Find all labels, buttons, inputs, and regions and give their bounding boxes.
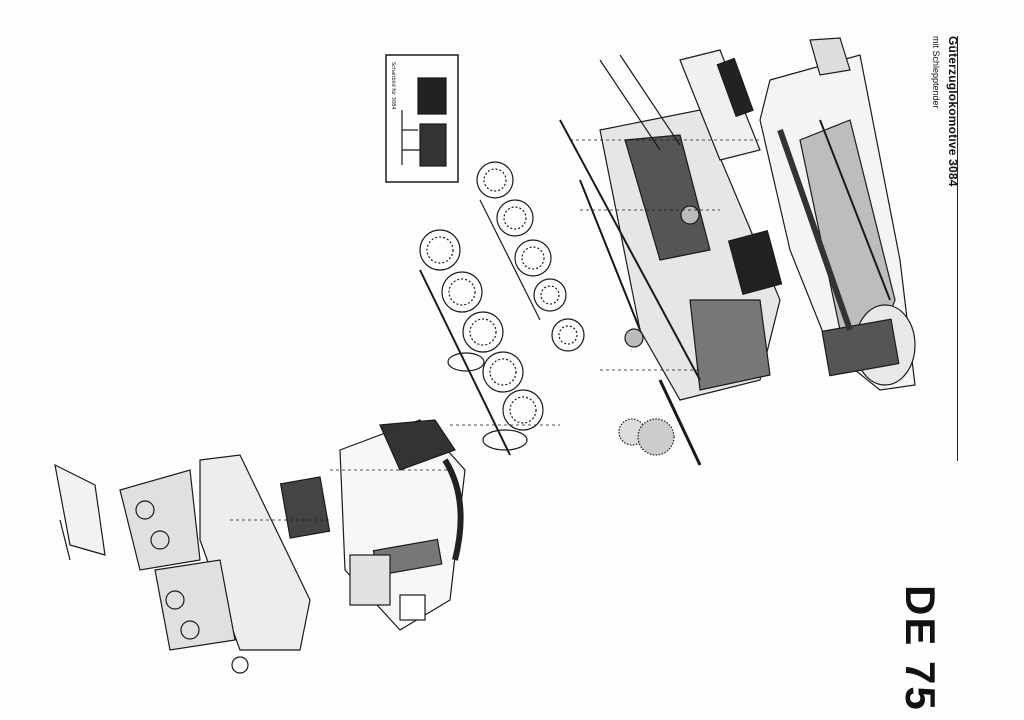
inset-wiring-diagram: Schaltbild für 3084: [385, 54, 459, 183]
tender-chassis: [54, 454, 331, 674]
valve-gear-parts: [559, 49, 761, 381]
sheet-subtitle: mit Schlepptender: [931, 36, 941, 109]
title-divider-line: [957, 36, 958, 461]
locomotive-body: [759, 37, 916, 391]
gear-wheels: [618, 205, 702, 466]
chassis-frame: [599, 109, 783, 401]
sheet-code: DE 75: [897, 585, 944, 712]
sheet-title: Güterzuglokomotive 3084: [946, 36, 960, 187]
tender-body: [339, 419, 466, 631]
leader-lines: [230, 139, 760, 521]
driving-wheels: [419, 161, 585, 456]
inset-caption: Schaltbild für 3084: [390, 62, 396, 110]
